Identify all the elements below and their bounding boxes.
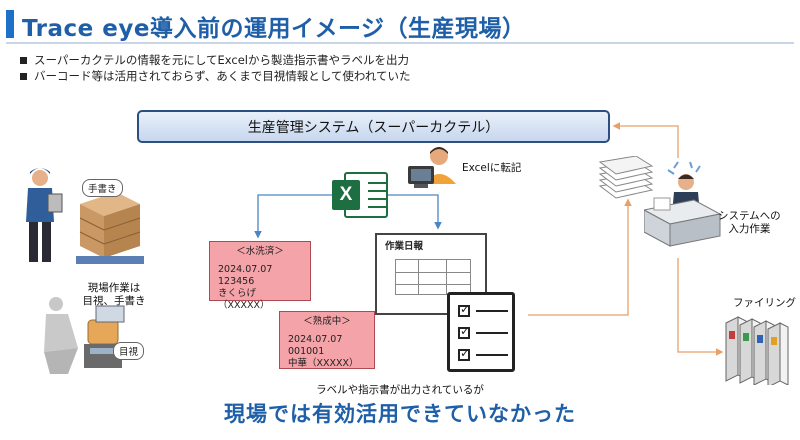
label-card: ＜熟成中＞ 2024.07.07 001001 中華（XXXXX） xyxy=(279,311,375,369)
title-underline xyxy=(6,42,794,44)
label-card-line: 中華（XXXXX） xyxy=(288,358,359,369)
label-card-line: 123456 xyxy=(218,276,255,287)
bullet-square-icon xyxy=(20,56,27,64)
bullet-text: バーコード等は活用されておらず、あくまで目視情報として使われていた xyxy=(34,69,411,83)
checklist-icon: ✓ ✓ ✓ xyxy=(447,292,515,372)
label-card-line: 2024.07.07 xyxy=(218,264,273,275)
label-card-line: 2024.07.07 xyxy=(288,334,343,345)
bullet-list: スーパーカクテルの情報を元にしてExcelから製造指示書やラベルを出力 バーコー… xyxy=(20,52,411,84)
office-person-icon xyxy=(408,147,456,188)
bullet-square-icon xyxy=(20,72,27,80)
production-system-box: 生産管理システム（スーパーカクテル） xyxy=(137,110,610,143)
desk-worker-icon xyxy=(644,161,722,247)
arrow-papers-from-outputs xyxy=(528,198,632,316)
work-order-title: 作業日報 xyxy=(385,241,424,252)
arrow-filing-from-papers xyxy=(677,258,724,356)
caption-small: ラベルや指示書が出力されているが xyxy=(316,384,484,396)
bullet-text: スーパーカクテルの情報を元にしてExcelから製造指示書やラベルを出力 xyxy=(34,53,409,67)
title-accent-bar xyxy=(6,10,14,38)
page-title: Trace eye導入前の運用イメージ（生産現場） xyxy=(22,16,526,42)
label-card: ＜水洗済＞ 2024.07.07 123456 きくらげ（XXXXX） xyxy=(209,241,311,311)
caption-big: 現場では有効活用できていなかった xyxy=(224,402,576,426)
bullet-item: バーコード等は活用されておらず、あくまで目視情報として使われていた xyxy=(20,68,411,84)
paper-stack-icon xyxy=(598,156,654,199)
arrow-excel-to-sheet xyxy=(388,194,442,230)
field-work-label: 現場作業は 目視、手書き xyxy=(82,282,146,307)
arrow-excel-to-label xyxy=(254,194,332,239)
scale-worker-icon xyxy=(44,297,125,374)
handwriting-tag: 手書き xyxy=(82,179,123,197)
excel-icon: X xyxy=(332,172,388,218)
label-card-header: ＜熟成中＞ xyxy=(303,316,351,327)
bullet-item: スーパーカクテルの情報を元にしてExcelから製造指示書やラベルを出力 xyxy=(20,52,411,68)
system-input-label: システムへの 入力作業 xyxy=(718,210,781,235)
boxes-icon xyxy=(76,192,144,264)
visual-check-tag: 目視 xyxy=(113,342,145,360)
label-card-line: きくらげ（XXXXX） xyxy=(218,288,270,311)
excel-transfer-label: Excelに転記 xyxy=(462,162,522,174)
arrow-input-to-system xyxy=(612,122,679,158)
worker-with-boxes xyxy=(26,168,144,264)
filing-label: ファイリング xyxy=(733,297,796,309)
label-card-line: 001001 xyxy=(288,346,325,357)
worker-icon xyxy=(26,168,63,262)
label-card-header: ＜水洗済＞ xyxy=(236,246,284,257)
binders-icon xyxy=(725,316,789,385)
